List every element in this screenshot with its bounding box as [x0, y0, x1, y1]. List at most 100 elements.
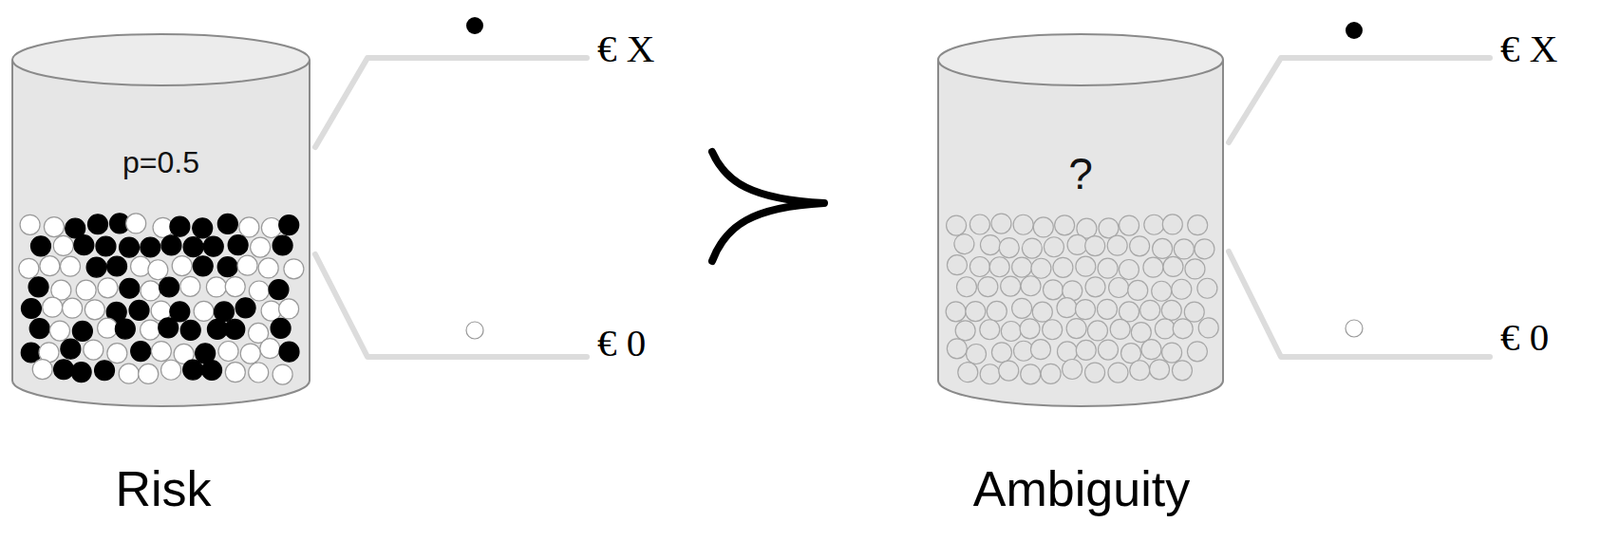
ball	[150, 341, 171, 362]
ball	[1019, 319, 1040, 339]
ball	[1152, 238, 1173, 259]
ball	[1012, 257, 1033, 278]
ball	[180, 276, 201, 297]
ball	[260, 338, 281, 359]
ball	[20, 299, 41, 320]
ball	[235, 298, 256, 319]
ball	[1075, 339, 1096, 360]
ball	[1062, 359, 1083, 380]
ball	[60, 256, 81, 277]
ball	[1108, 362, 1129, 383]
ball	[1163, 256, 1184, 277]
ball	[1042, 280, 1063, 301]
ball	[206, 277, 226, 298]
ball	[107, 343, 128, 364]
ball	[217, 213, 238, 234]
ball	[129, 300, 150, 320]
ball	[1144, 214, 1165, 235]
ball	[979, 320, 1000, 340]
ball	[83, 339, 104, 360]
ball	[1066, 319, 1087, 339]
ball	[955, 320, 976, 341]
ball	[966, 343, 987, 364]
payoff-label: € X	[597, 27, 655, 71]
ball	[1184, 301, 1205, 322]
urn-shape	[10, 32, 312, 409]
ball	[19, 214, 40, 235]
ball	[969, 256, 990, 277]
branch-line	[1228, 57, 1490, 143]
ball	[86, 257, 107, 278]
ball	[192, 256, 213, 277]
ball	[258, 258, 279, 279]
urn-shape	[936, 32, 1225, 409]
ball	[989, 257, 1010, 278]
ball	[1109, 277, 1130, 298]
ball	[158, 318, 179, 339]
ball	[95, 236, 116, 257]
ball	[965, 301, 986, 322]
ball	[237, 255, 258, 276]
ball	[87, 214, 108, 235]
ball	[18, 258, 39, 279]
ball	[1151, 281, 1172, 302]
ball	[945, 301, 966, 322]
ball	[1198, 318, 1219, 339]
ball	[1171, 360, 1192, 381]
ball	[272, 364, 293, 385]
ball	[126, 213, 147, 234]
ball	[118, 363, 139, 384]
ball	[1000, 320, 1021, 341]
ball	[1021, 238, 1042, 259]
ball	[84, 300, 105, 320]
ball	[1075, 256, 1096, 277]
ball	[279, 341, 300, 362]
ball	[1012, 298, 1033, 319]
ball	[1056, 341, 1077, 362]
ball	[1185, 259, 1205, 280]
ball	[161, 359, 182, 380]
ball	[1054, 215, 1075, 236]
ball	[268, 280, 289, 301]
ball	[1119, 301, 1140, 322]
ball	[1013, 214, 1034, 235]
payoff-label: € 0	[1500, 316, 1549, 359]
ball	[74, 235, 95, 256]
ball	[1172, 319, 1193, 339]
ball	[159, 277, 180, 298]
ball	[991, 342, 1012, 363]
ball	[107, 256, 128, 277]
ball	[1032, 301, 1053, 322]
ball	[1197, 278, 1218, 299]
ball	[1173, 239, 1194, 260]
ball	[39, 256, 60, 277]
ball	[131, 256, 151, 277]
ball	[1030, 339, 1051, 360]
branch-line	[1228, 251, 1490, 358]
ball	[1128, 280, 1149, 301]
ball	[29, 319, 50, 339]
ball	[1085, 362, 1106, 383]
ball	[1129, 236, 1150, 257]
ball	[53, 235, 74, 256]
payoff-label: € X	[1500, 27, 1558, 71]
ball	[213, 301, 234, 322]
ball	[1042, 320, 1063, 340]
ball	[202, 360, 223, 381]
ball	[1186, 341, 1207, 362]
ball	[180, 320, 201, 340]
ball	[272, 235, 293, 256]
ball	[218, 340, 239, 361]
risk-urn: p=0.5	[10, 32, 312, 409]
ball	[1067, 234, 1088, 255]
ball	[193, 301, 214, 321]
ball	[30, 236, 51, 257]
urn-body	[12, 59, 310, 407]
ball	[986, 301, 1007, 321]
ball	[1075, 300, 1096, 320]
ball	[227, 235, 248, 256]
ball	[1097, 258, 1118, 279]
ball	[261, 218, 282, 239]
ball	[261, 301, 282, 321]
ball	[1141, 339, 1162, 360]
